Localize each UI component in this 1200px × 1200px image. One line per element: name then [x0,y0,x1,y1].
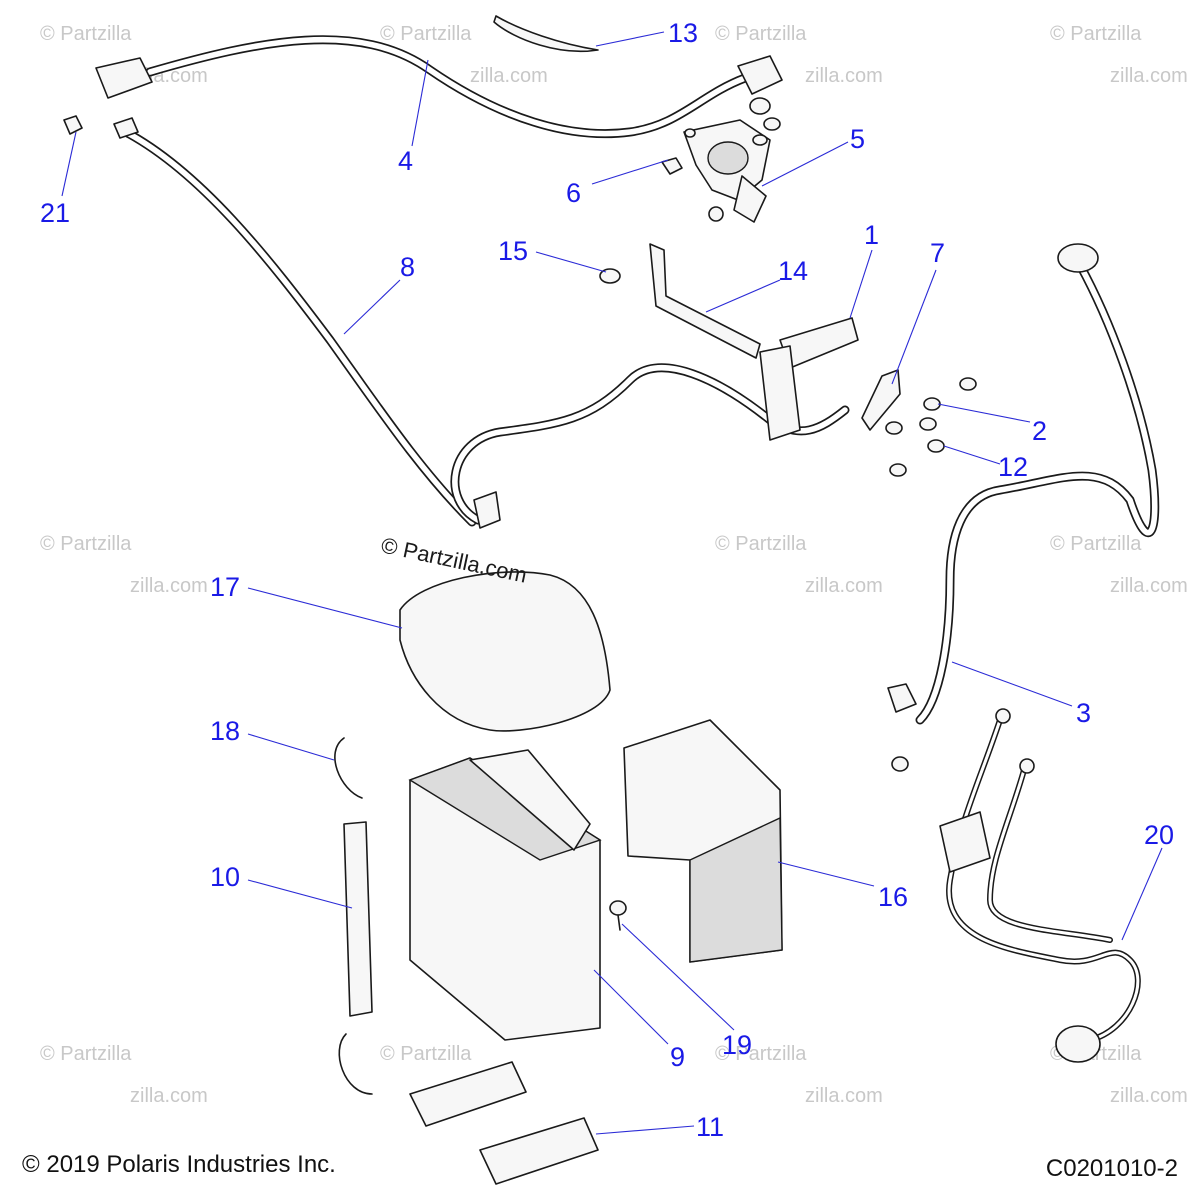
watermark-tile: zilla.com [470,65,548,87]
callout-14: 14 [778,256,808,286]
callout-7: 7 [930,238,945,268]
part-19-screw [609,900,627,931]
leader-5 [761,141,849,187]
leader-lines [61,31,1163,1135]
callout-12: 12 [998,452,1028,482]
watermark-tile: © Partzilla [380,23,472,45]
callout-5: 5 [850,124,865,154]
leader-3 [951,661,1073,707]
leader-10 [247,879,353,909]
leader-21 [61,131,77,197]
part-21-nut [63,115,83,135]
watermark-tile: © Partzilla [40,1043,132,1065]
callout-11: 11 [696,1112,724,1142]
callout-9: 9 [670,1042,685,1072]
callout-2: 2 [1032,416,1047,446]
callout-10: 10 [210,862,240,892]
callout-13: 13 [668,18,698,48]
callout-19: 19 [722,1030,752,1060]
watermark-tile: © Partzilla [715,23,807,45]
part-2-nuts [919,377,977,431]
part-17-cover [399,571,611,732]
watermark-tile: © Partzilla [40,533,132,555]
diagram-code: C0201010-2 [1046,1155,1178,1182]
callout-1: 1 [864,220,879,250]
leader-15 [535,251,607,273]
watermark-tile: zilla.com [1110,575,1188,597]
part-4-cable [95,35,783,139]
part-20-charger-lead [939,708,1141,1063]
leader-14 [705,279,781,313]
watermark-tile: zilla.com [805,575,883,597]
watermark-tile: zilla.com [130,575,208,597]
watermark-tiles: © Partzilla zilla.com © Partzilla zilla.… [40,23,1188,1107]
part-10-strap [343,821,373,1017]
leader-9 [593,969,669,1045]
leader-8 [343,279,401,335]
watermark-tile: zilla.com [1110,65,1188,87]
watermark-tile: © Partzilla [380,1043,472,1065]
part-15-pin [599,268,621,284]
leader-4 [411,59,429,147]
leader-19 [621,923,735,1031]
callout-3: 3 [1076,698,1091,728]
callout-4: 4 [398,146,413,176]
part-13-strap [493,15,599,53]
part-3-cable [887,243,1160,772]
part-18-clips [334,737,373,1095]
watermark-tile: zilla.com [130,1085,208,1107]
part-16-holddown [623,719,783,963]
part-6-nut [661,157,683,175]
callout-8: 8 [400,252,415,282]
leader-20 [1121,847,1163,941]
part-5-solenoid [683,117,781,223]
part-7-clip [861,369,901,431]
leader-2 [937,403,1031,423]
watermark-tile: © Partzilla [40,23,132,45]
part-11-pads [409,1061,599,1185]
callout-16: 16 [878,882,908,912]
part-9-battery [408,749,602,1041]
watermark-tile: © Partzilla [715,533,807,555]
part-14-bracket [649,243,761,359]
part-1-harness [450,317,859,529]
watermark-tile: © Partzilla [1050,23,1142,45]
leader-7 [891,269,937,385]
leader-13 [595,31,665,47]
watermark-tile: © Partzilla [715,1043,807,1065]
watermark-tile: zilla.com [805,65,883,87]
callout-6: 6 [566,178,581,208]
callout-21: 21 [40,198,70,228]
callout-labels: 1 2 3 4 5 6 7 8 9 10 11 12 13 14 15 16 1… [40,18,1174,1142]
leader-17 [247,587,403,629]
leader-1 [849,249,873,319]
part-12-screws [885,421,945,477]
part-8-ground-cable [113,117,477,527]
callout-17: 17 [210,572,240,602]
leader-6 [591,159,669,185]
callout-15: 15 [498,236,528,266]
leader-18 [247,733,335,761]
watermark-tile: zilla.com [1110,1085,1188,1107]
callout-18: 18 [210,716,240,746]
watermark-tile: zilla.com [805,1085,883,1107]
leader-12 [943,445,1001,465]
leader-16 [777,861,875,887]
leader-11 [595,1125,695,1135]
copyright-notice: © 2019 Polaris Industries Inc. [22,1151,336,1178]
watermark-tile: © Partzilla [1050,533,1142,555]
callout-20: 20 [1144,820,1174,850]
